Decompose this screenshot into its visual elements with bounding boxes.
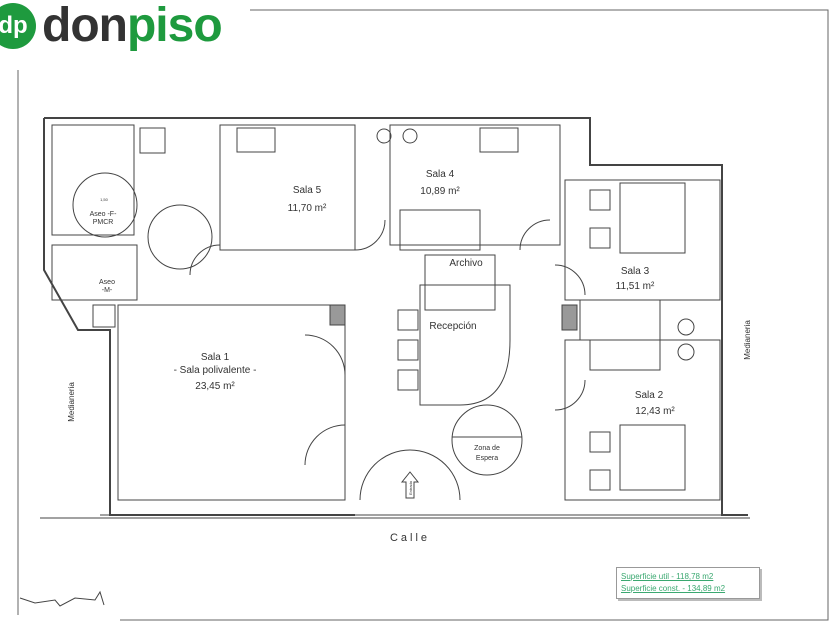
logo-mark: dp — [0, 3, 36, 49]
stair — [399, 209, 481, 251]
recepcion-desk — [419, 284, 511, 406]
door-arc — [189, 244, 221, 276]
built-surface: Superficie const. - 134,89 m2 — [621, 584, 726, 593]
door-arc — [554, 379, 586, 411]
stair-3 — [589, 339, 661, 371]
door-arc — [519, 219, 551, 251]
sala-1-walls — [117, 304, 346, 501]
turn-circle-hall — [147, 204, 213, 270]
sala-5-name: Sala 5 — [293, 185, 322, 196]
entrance-label: Entrada — [408, 480, 413, 495]
aseo-f-subtitle: PMCR — [93, 219, 114, 226]
sala-4-name: Sala 4 — [426, 169, 455, 180]
entrance-arrow-icon — [400, 471, 420, 499]
sala-4-area: 10,89 m² — [420, 186, 460, 197]
sala-2-name: Sala 2 — [635, 390, 664, 401]
recepcion-label: Recepción — [429, 321, 476, 332]
donpiso-logo: dp donpiso — [0, 0, 223, 52]
turn-circle-dimension: 1,50 — [100, 197, 109, 202]
sala-4-walls — [389, 124, 561, 246]
aseo-m-subtitle: -M- — [102, 287, 113, 294]
sala-2-area: 12,43 m² — [635, 406, 675, 417]
sala-3-name: Sala 3 — [621, 266, 650, 277]
sheet-frame — [120, 9, 829, 621]
exterior-wall — [44, 117, 748, 516]
aseo-m-walls — [51, 244, 138, 301]
sala-5-walls — [219, 124, 356, 251]
surface-summary: Superficie util - 118,78 m2 Superficie c… — [616, 567, 760, 599]
logo-text: donpiso — [42, 0, 223, 52]
sala-1-subtitle: - Sala polivalente - — [174, 365, 257, 376]
exterior-wall-left — [43, 118, 355, 516]
party-wall-right-label: Medianeria — [743, 320, 752, 360]
aseo-f-label: Aseo -F- — [90, 211, 118, 218]
desks — [92, 127, 695, 491]
waiting-circle — [451, 404, 523, 476]
party-wall-left-label: Medianeria — [67, 382, 76, 422]
sala-3-area: 11,51 m² — [616, 281, 655, 292]
door-arc — [304, 334, 346, 376]
door-arc — [354, 219, 386, 251]
aseo-m-label: Aseo — [99, 279, 115, 286]
door-arc — [359, 449, 461, 501]
zona-espera-label: Zona de — [474, 445, 500, 452]
archivo-label: Archivo — [449, 258, 483, 269]
turn-circle-aseo — [72, 172, 138, 238]
door-arc — [554, 264, 586, 296]
zona-espera-subtitle: Espera — [476, 455, 498, 462]
stair-2 — [579, 299, 661, 341]
street-label: Calle — [390, 532, 430, 544]
scale-mark — [19, 590, 105, 607]
sala-2-walls — [564, 339, 721, 501]
door-arc — [304, 424, 346, 466]
useful-surface: Superficie util - 118,78 m2 — [621, 572, 714, 581]
sala-1-name: Sala 1 — [201, 352, 230, 363]
archivo-walls — [424, 254, 496, 311]
sala-1-area: 23,45 m² — [195, 381, 235, 392]
sala-5-area: 11,70 m² — [288, 203, 327, 214]
